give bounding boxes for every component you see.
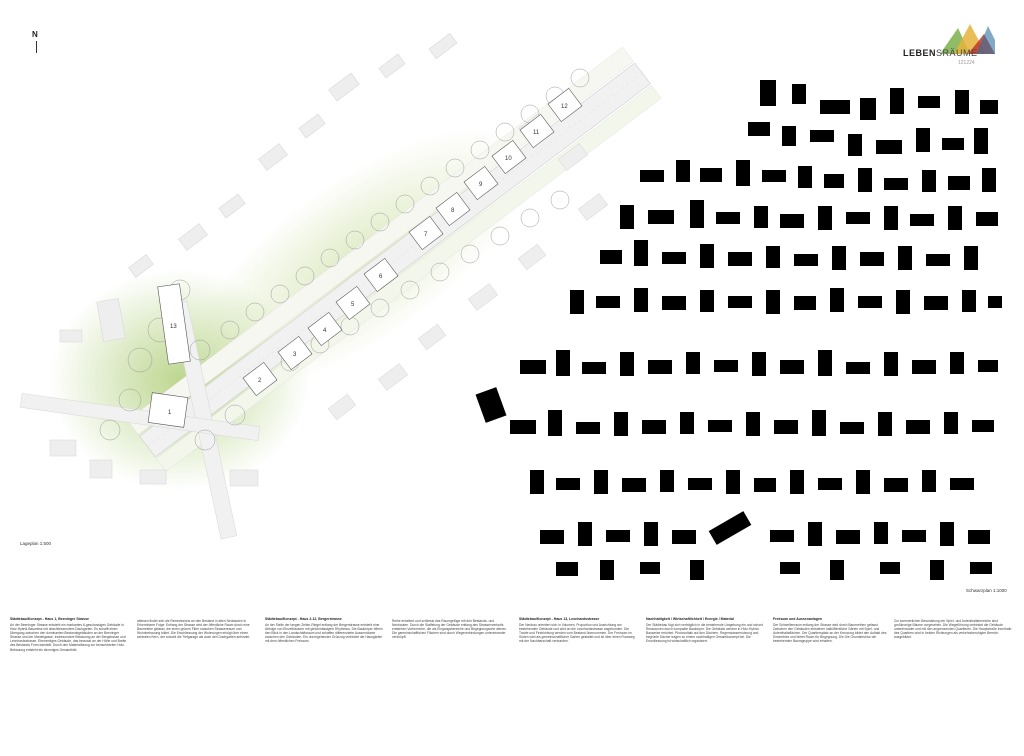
building-number: 11 (533, 130, 540, 136)
column-heading: Städtebau/Konzept - Haus 1, Beeninger St… (10, 617, 89, 621)
brand-name: LEBENSRÄUME (903, 48, 978, 58)
building-number: 3 (293, 352, 297, 358)
brand-code: 121224 (958, 60, 975, 66)
brand-name-bold: LEBEN (903, 48, 937, 58)
site-plan-label: Lageplan 1:500 (20, 541, 52, 546)
text-column: ablesen findet sich als Remmissions an d… (137, 617, 257, 639)
building-number: 7 (424, 232, 428, 238)
building-number: 10 (505, 156, 512, 162)
column-body: Der Neubau orientiert sich in Volumen, P… (519, 623, 635, 644)
column-body: Der Schwellenraum entlang der Strasse wi… (773, 623, 887, 644)
north-arrow-line (36, 41, 37, 53)
building-number: 2 (258, 378, 262, 384)
figure-ground-plan (475, 80, 1002, 580)
brand-name-light: SRÄUME (936, 48, 978, 58)
text-columns: Städtebau/Konzept - Haus 1, Beeninger St… (10, 617, 1014, 751)
text-column: Zur sommerlichen Beschattung der Spiel- … (894, 617, 1014, 639)
north-label: N (32, 30, 38, 39)
building-number: 1 (168, 410, 172, 416)
building-number: 9 (479, 182, 483, 188)
building-number: 12 (561, 104, 568, 110)
north-arrow: N (30, 30, 44, 54)
text-column: Reihe erweitert und schliesst das Raumge… (392, 617, 512, 639)
column-heading: Städtebau/Konzept - Haus 2-12, Bergerstr… (265, 617, 342, 621)
figure-ground-label: Schwarzplan 1:1000 (966, 588, 1007, 593)
column-body: Zur sommerlichen Beschattung der Spiel- … (894, 619, 1012, 640)
text-column: Städtebau/Konzept - Haus 1, Beeninger St… (10, 617, 130, 652)
text-column: Nachhaltigkeit / Wirtschaftlichkeit / En… (646, 617, 766, 643)
column-body: An der Beeninger Strasse entsteht ein ma… (10, 623, 127, 652)
building-number: 8 (451, 208, 455, 214)
column-heading: Freiraum und Aussenanlagen (773, 617, 823, 621)
column-heading: Nachhaltigkeit / Wirtschaftlichkeit / En… (646, 617, 734, 621)
building-number: 13 (170, 324, 177, 330)
building-number: 5 (351, 302, 355, 308)
brand-logo-icon (940, 24, 995, 54)
building-number-labels: 1 2 3 4 5 6 7 8 9 10 11 12 13 (168, 104, 568, 416)
text-column: Freiraum und Aussenanlagen Der Schwellen… (773, 617, 893, 643)
column-body: ablesen findet sich als Remmissions an d… (137, 619, 251, 640)
building-number: 6 (379, 274, 383, 280)
column-heading: Städtebau/Konzept - Haus 13, Leonhardsst… (519, 617, 600, 621)
text-column: Städtebau/Konzept - Haus 13, Leonhardsst… (519, 617, 639, 643)
text-column: Städtebau/Konzept - Haus 2-12, Bergerstr… (265, 617, 385, 643)
building-number: 4 (323, 328, 327, 334)
column-body: Der Städtebau fügt sich verträglich in d… (646, 623, 763, 644)
site-plan (19, 33, 662, 540)
column-body: Reihe erweitert und schliesst das Raumge… (392, 619, 507, 640)
column-body: An der Stelle der langen Zeilen-Riegel e… (265, 623, 383, 644)
